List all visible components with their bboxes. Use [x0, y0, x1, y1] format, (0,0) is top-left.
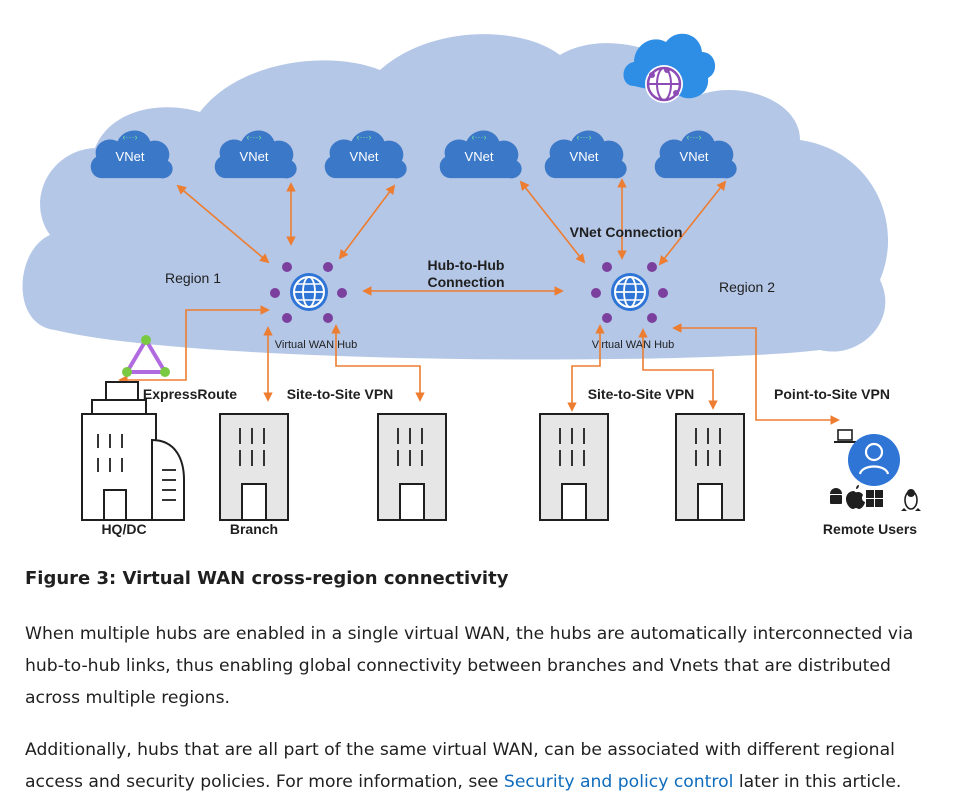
hub-1	[270, 262, 347, 323]
vnet-label: VNet	[680, 149, 709, 164]
laptop-icon	[834, 429, 856, 443]
expressroute-triangle-icon	[122, 335, 170, 377]
s2s-label-1: Site-to-Site VPN	[287, 386, 394, 402]
azure-region-cloud	[22, 34, 889, 360]
expressroute-arrow	[118, 305, 270, 385]
remote-users-label: Remote Users	[823, 521, 917, 537]
vnet-label: VNet	[465, 149, 494, 164]
hub-2	[591, 262, 668, 323]
vnet-3: VNet ‹···›	[324, 130, 407, 179]
hub-to-hub-label-line1: Hub-to-Hub	[428, 257, 505, 273]
azure-cloud-icon	[623, 33, 716, 103]
site-building-icon	[377, 413, 447, 521]
hq-building-icon	[81, 381, 185, 521]
paragraph-hub-interconnect: When multiple hubs are enabled in a sing…	[25, 624, 914, 708]
vnet-hub1-arrows	[176, 182, 396, 264]
vnet-label: VNet	[350, 149, 379, 164]
svg-text:‹···›: ‹···›	[123, 132, 138, 142]
vnet-4: VNet ‹···›	[439, 130, 522, 179]
user-icon	[848, 434, 900, 486]
vnet-label: VNet	[570, 149, 599, 164]
hq-label: HQ/DC	[101, 521, 146, 537]
p2s-label: Point-to-Site VPN	[774, 386, 890, 402]
linux-icon	[901, 489, 921, 511]
site-building-icon	[675, 413, 745, 521]
region-1-label: Region 1	[165, 270, 221, 286]
security-policy-link[interactable]: Security and policy control	[503, 772, 734, 792]
vnet-hub2-arrows	[519, 178, 727, 266]
svg-text:‹···›: ‹···›	[357, 132, 372, 142]
hub-1-label: Virtual WAN Hub	[275, 339, 358, 351]
paragraph-policies: Additionally, hubs that are all part of …	[25, 734, 930, 798]
vnet-label: VNet	[116, 149, 145, 164]
vnet-5: VNet ‹···›	[544, 130, 627, 179]
paragraph-text: later in this article.	[733, 772, 902, 792]
s2s-arrow-site2	[331, 324, 425, 402]
s2s-arrow-site3	[567, 324, 605, 412]
s2s-label-2: Site-to-Site VPN	[588, 386, 695, 402]
figure-caption: Figure 3: Virtual WAN cross-region conne…	[25, 568, 509, 589]
branch-building-icon	[219, 413, 289, 521]
svg-text:‹···›: ‹···›	[472, 132, 487, 142]
hub-2-label: Virtual WAN Hub	[592, 339, 675, 351]
vnet-label: VNet	[240, 149, 269, 164]
vnet-connection-label: VNet Connection	[570, 224, 683, 240]
apple-icon	[846, 485, 865, 509]
hub-globe-icon	[591, 262, 668, 323]
hub-globe-icon	[270, 262, 347, 323]
svg-text:‹···›: ‹···›	[577, 132, 592, 142]
android-icon	[830, 488, 842, 504]
vnet-1: VNet ‹···›	[90, 130, 173, 179]
paragraph-text: Additionally, hubs that are all part of …	[25, 740, 895, 792]
hub-to-hub-label-line2: Connection	[428, 274, 505, 290]
svg-text:‹···›: ‹···›	[687, 132, 702, 142]
vnet-6: VNet ‹···›	[654, 130, 737, 179]
vnet-2: VNet ‹···›	[214, 130, 297, 179]
connectivity-diagram: VNet ‹···› VNet ‹···› VNet ‹···› VNet ‹·…	[22, 33, 921, 537]
windows-icon	[866, 490, 883, 507]
remote-users	[830, 429, 921, 511]
p2s-arrow	[672, 323, 840, 425]
branch-label: Branch	[230, 521, 278, 537]
region-2-label: Region 2	[719, 279, 775, 295]
svg-text:‹···›: ‹···›	[247, 132, 262, 142]
site-building-icon	[539, 413, 609, 521]
expressroute-label: ExpressRoute	[143, 386, 237, 402]
